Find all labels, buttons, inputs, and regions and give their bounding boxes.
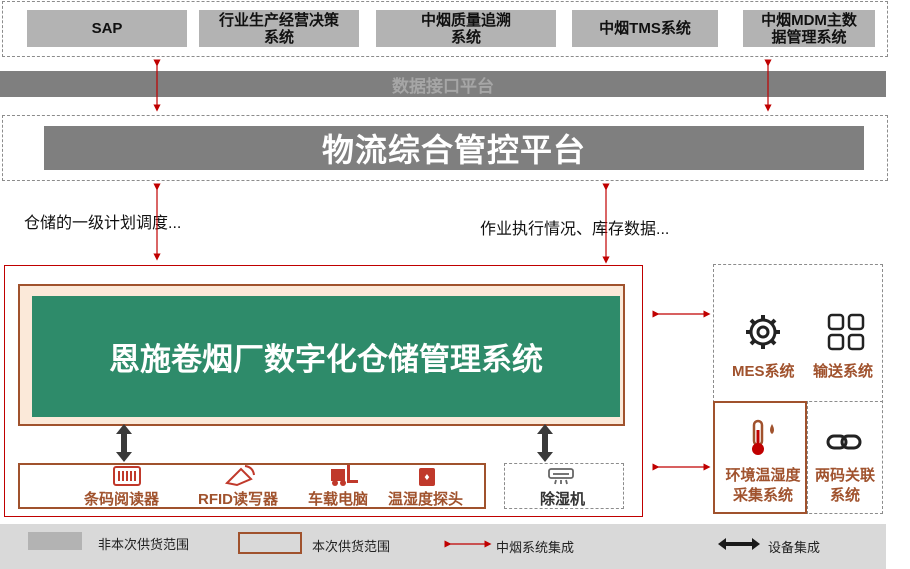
device-label-rfid: RFID读写器: [198, 491, 278, 508]
left-flow-label: 仓储的一级计划调度...: [24, 215, 182, 232]
conveyor-label: 输送系统: [813, 363, 874, 380]
system-tms: 中烟TMS系统: [572, 10, 718, 47]
env-system-label: 环境温湿度 采集系统: [725, 467, 801, 504]
thermometer-icon: [744, 418, 784, 458]
legend-black-arrow: [718, 538, 760, 550]
system-mdm: 中烟MDM主数 据管理系统: [743, 10, 875, 47]
external-systems-container: [2, 1, 888, 57]
legend-out-of-scope: 非本次供货范围: [98, 537, 190, 552]
devices-frame: [18, 463, 486, 509]
legend-in-scope: 本次供货范围: [312, 539, 391, 554]
device-label-probe: 温湿度探头: [388, 491, 464, 508]
warehouse-scope-frame: [4, 265, 643, 517]
main-system-box: 恩施卷烟厂数字化仓储管理系统: [32, 296, 620, 417]
data-interface-bar: 数据接口平台: [0, 71, 886, 97]
svg-text:♦: ♦: [423, 473, 430, 482]
device-label-barcode: 条码阅读器: [84, 491, 160, 508]
legend-bar: [0, 524, 886, 569]
mes-label: MES系统: [732, 363, 795, 380]
data-interface-label: 数据接口平台: [392, 76, 494, 96]
forklift-icon: [326, 462, 360, 488]
legend-grey-swatch: [28, 532, 82, 550]
logistics-platform-container: [2, 115, 888, 181]
legend-brown-swatch: [238, 532, 302, 554]
env-system-frame: [713, 401, 807, 514]
link-icon: [824, 428, 864, 456]
device-label-vehicle: 车载电脑: [308, 491, 369, 508]
grid-icon: [824, 310, 868, 354]
main-system-label: 恩施卷烟厂数字化仓储管理系统: [109, 342, 543, 377]
dehumidifier-icon: [546, 465, 576, 487]
rfid-reader-icon: [222, 462, 258, 488]
system-industry-decision: 行业生产经营决策 系统: [199, 10, 359, 47]
logistics-platform-label: 物流综合管控平台: [321, 132, 586, 168]
device-arrow-right: [537, 424, 553, 462]
humidity-probe-icon: ♦: [416, 466, 438, 488]
dehumidifier-frame: [504, 463, 624, 509]
legend-tobacco-integration: 中烟系统集成: [496, 540, 575, 555]
right-flow-label: 作业执行情况、库存数据...: [480, 221, 670, 238]
device-arrow-left: [116, 424, 132, 462]
barcode-reader-icon: [110, 464, 144, 488]
dual-code-label: 两码关联 系统: [814, 467, 875, 504]
legend-device-integration: 设备集成: [768, 540, 821, 555]
right-vertical-divider: [807, 401, 808, 514]
dehumidifier-label: 除湿机: [540, 491, 586, 508]
system-quality-trace: 中烟质量追溯 系统: [376, 10, 556, 47]
system-sap: SAP: [27, 10, 187, 47]
logistics-platform-bar: 物流综合管控平台: [44, 126, 864, 170]
gear-icon: [741, 310, 785, 354]
